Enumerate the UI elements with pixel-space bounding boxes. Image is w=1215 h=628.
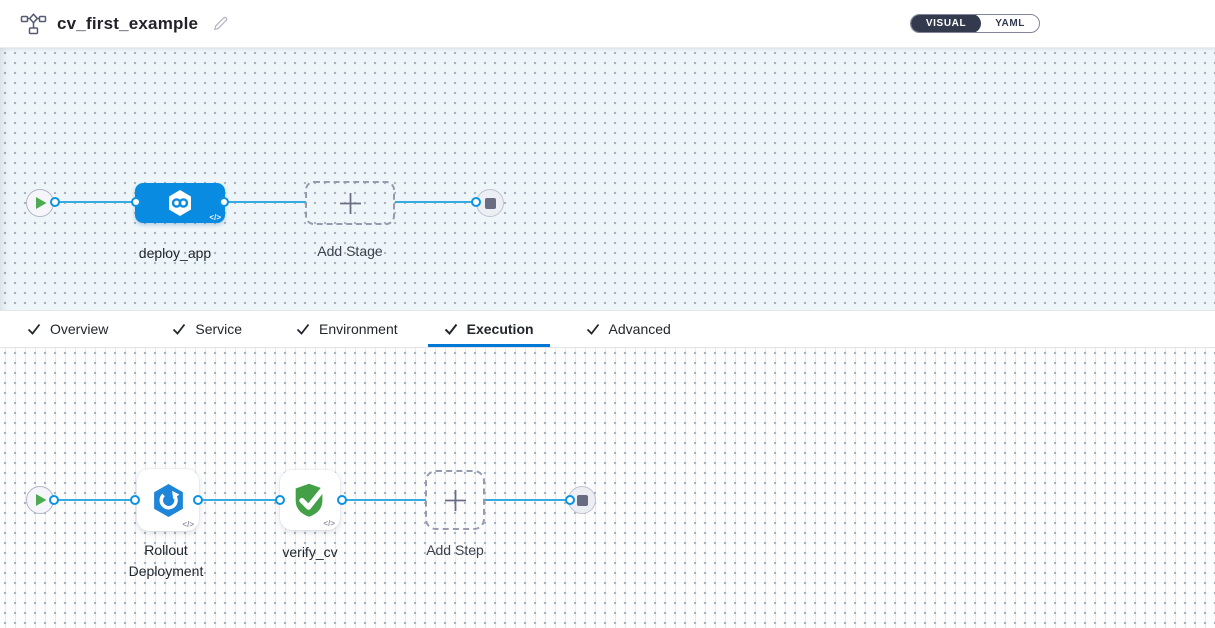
tab-overview[interactable]: Overview: [25, 311, 110, 347]
code-icon: </>: [182, 520, 194, 529]
connector-line: [224, 201, 306, 203]
check-icon: [296, 323, 310, 335]
step-node-rollout-deployment[interactable]: </>: [137, 469, 199, 531]
check-icon: [173, 323, 186, 335]
rollout-deployment-icon: [150, 482, 187, 519]
check-icon: [444, 323, 457, 336]
code-icon: </>: [209, 213, 221, 222]
connector-port: [130, 495, 140, 505]
tab-environment[interactable]: Environment: [294, 311, 400, 347]
tab-service[interactable]: Service: [170, 311, 244, 347]
check-icon: [586, 323, 599, 335]
stage-node-deploy-app[interactable]: </>: [135, 183, 225, 223]
play-icon: [35, 494, 46, 506]
connector-line: [342, 499, 426, 501]
add-stage-button[interactable]: [305, 181, 395, 225]
visual-toggle-button[interactable]: VISUAL: [910, 15, 982, 32]
connector-line: [54, 499, 136, 501]
connector-port: [50, 197, 60, 207]
stop-icon: [484, 197, 496, 209]
header: cv_first_example VISUAL YAML: [0, 0, 1215, 48]
connector-line: [395, 201, 476, 203]
connector-port: [471, 197, 481, 207]
yaml-toggle-button[interactable]: YAML: [981, 15, 1039, 32]
connector-port: [193, 495, 203, 505]
verify-shield-icon: [289, 479, 331, 521]
execution-canvas[interactable]: </> Rollout Deployment </> verify_cv Add…: [0, 348, 1215, 628]
plus-icon: [444, 489, 466, 511]
plus-icon: [339, 192, 361, 214]
tab-label: Environment: [319, 321, 398, 337]
tab-execution[interactable]: Execution: [427, 311, 550, 347]
stage-label: deploy_app: [138, 245, 212, 261]
connector-port: [131, 197, 141, 207]
tab-label: Overview: [50, 321, 109, 337]
visual-yaml-toggle: VISUAL YAML: [909, 14, 1040, 33]
connector-port: [275, 495, 285, 505]
connector-line: [55, 201, 136, 203]
pipeline-start-node[interactable]: [26, 189, 54, 217]
step-label: Rollout Deployment: [128, 542, 204, 579]
connector-port: [49, 495, 59, 505]
play-icon: [35, 197, 46, 209]
tab-label: Advanced: [608, 321, 671, 337]
connector-port: [219, 197, 229, 207]
edit-pencil-icon[interactable]: [212, 15, 229, 32]
connector-port: [337, 495, 347, 505]
connector-line: [198, 499, 281, 501]
tab-advanced[interactable]: Advanced: [584, 311, 673, 347]
check-icon: [27, 323, 41, 335]
code-icon: </>: [323, 519, 335, 528]
tab-label: Execution: [466, 321, 534, 337]
add-step-label: Add Step: [426, 542, 484, 558]
page-title: cv_first_example: [57, 13, 199, 33]
connector-line: [484, 499, 570, 501]
add-step-button[interactable]: [425, 470, 485, 530]
step-label: verify_cv: [282, 544, 338, 560]
stop-icon: [576, 494, 588, 506]
stage-canvas[interactable]: </> deploy_app Add Stage: [0, 48, 1215, 311]
cd-module-icon: [167, 189, 193, 217]
connector-port: [565, 495, 575, 505]
tab-label: Service: [195, 321, 243, 337]
add-stage-label: Add Stage: [317, 243, 383, 259]
stage-config-tabs: Overview Service Environment Execution A…: [0, 311, 1215, 348]
pipeline-icon: [20, 12, 47, 35]
step-node-verify-cv[interactable]: </>: [280, 470, 340, 530]
